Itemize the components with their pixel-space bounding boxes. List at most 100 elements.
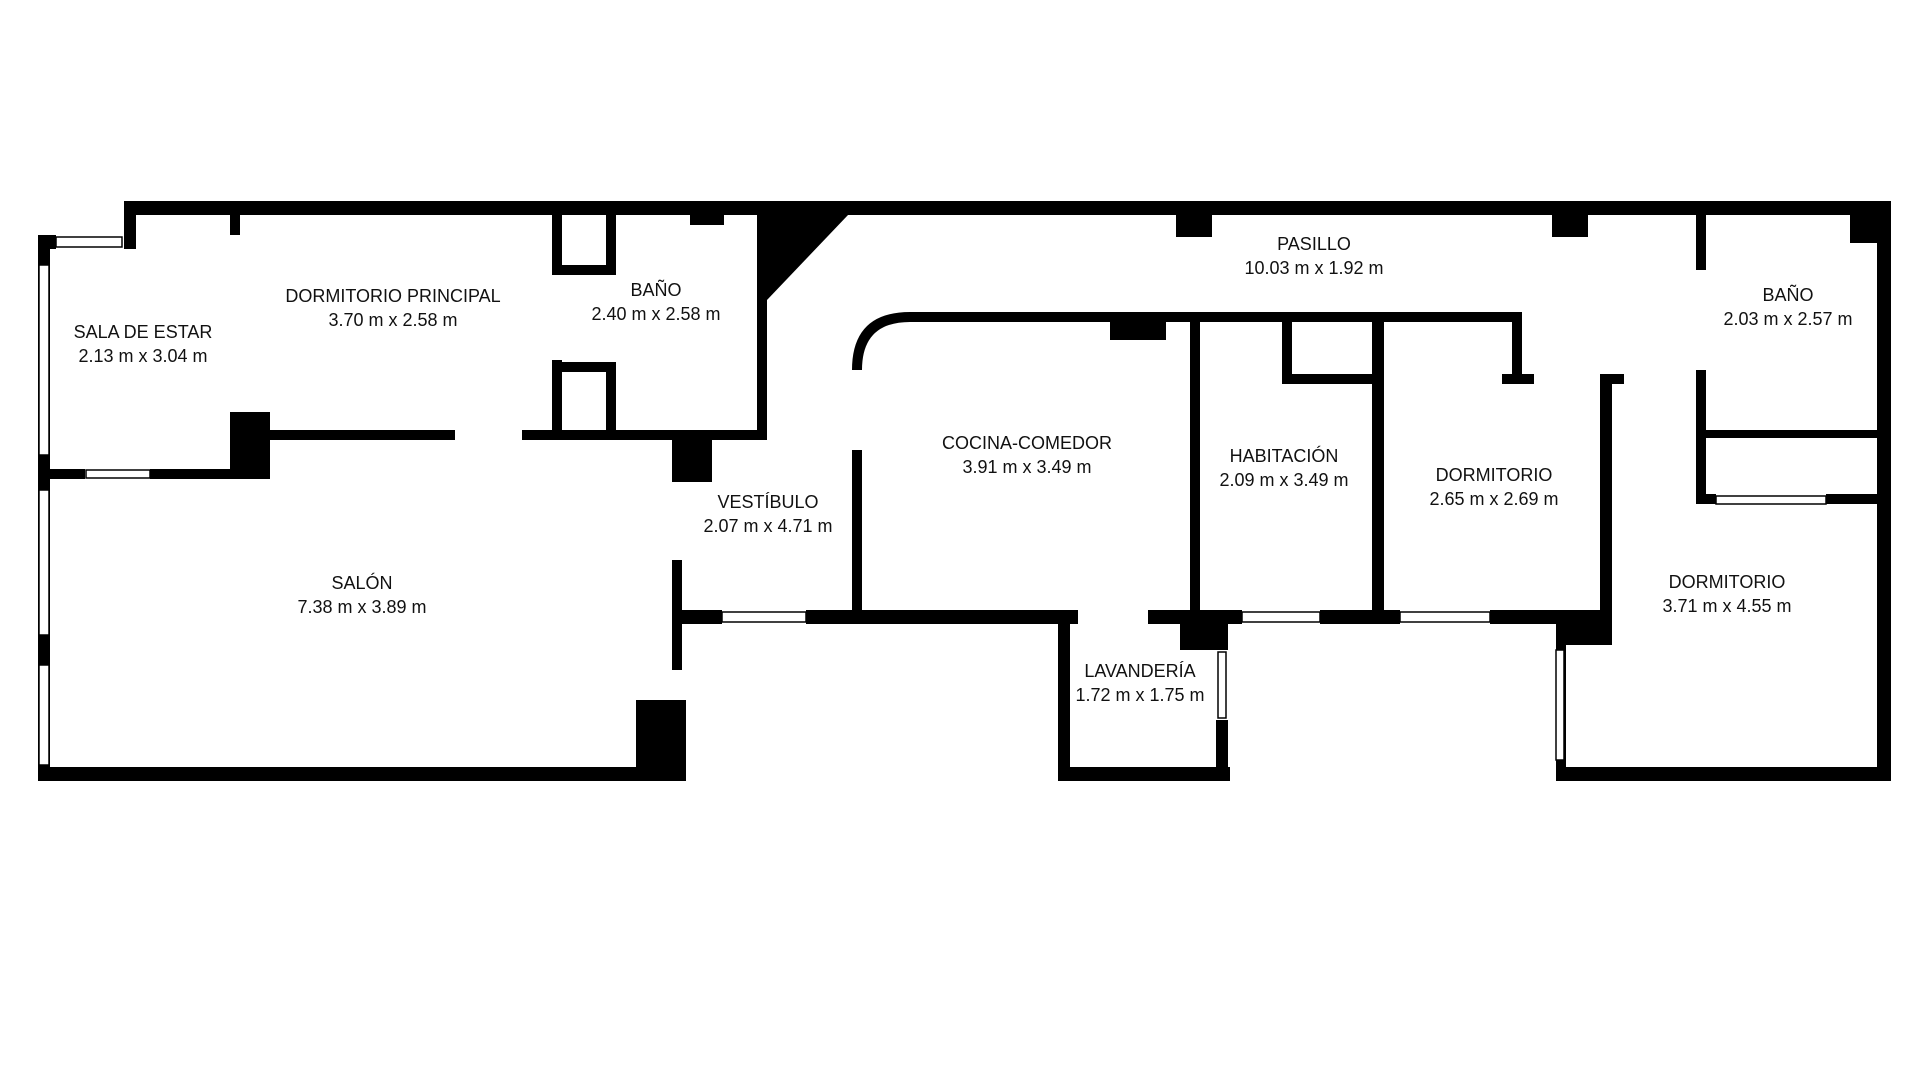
bano2-left-wall (1696, 215, 1706, 270)
room-size: 3.70 m x 2.58 m (328, 310, 458, 330)
room-vestibulo: VESTÍBULO 2.07 m x 4.71 m (703, 490, 832, 538)
bano2-bottom-wall (1696, 430, 1877, 438)
room-name: LAVANDERÍA (1084, 661, 1196, 681)
dormitorio-principal-bottom-wall (230, 430, 455, 440)
room-pasillo: PASILLO 10.03 m x 1.92 m (1244, 232, 1383, 280)
window-salon-left (38, 489, 50, 636)
cocina-left-wall (852, 450, 862, 615)
window-sala-bottom (85, 469, 151, 479)
bano-left-wall-bottom (552, 360, 562, 440)
room-cocina-comedor: COCINA-COMEDOR 3.91 m x 3.49 m (942, 431, 1112, 479)
habitacion-closet-left (1282, 312, 1292, 382)
bano-left-wall-top (552, 215, 562, 275)
dormitorio2-top-wall-2 (1826, 494, 1877, 504)
sala-salon-wall (50, 469, 85, 479)
salon-right-bottom-block (636, 700, 686, 781)
right-exterior-wall (1877, 201, 1891, 781)
diagonal-wall (762, 215, 848, 300)
cocina-curved-wall (852, 312, 1200, 370)
dormitorio-closet-right (1512, 312, 1522, 382)
room-name: VESTÍBULO (717, 492, 819, 512)
room-size: 1.72 m x 1.75 m (1075, 685, 1205, 705)
dormitorio-bottom-block (1556, 610, 1612, 645)
lavanderia-left-wall (1058, 610, 1070, 781)
room-size: 3.91 m x 3.49 m (962, 457, 1092, 477)
habitacion-bottom-wall-2 (1320, 610, 1400, 624)
cocina-habitacion-wall (1190, 312, 1200, 624)
room-bano-1: BAÑO 2.40 m x 2.58 m (591, 278, 720, 326)
bano-top-fixture (690, 215, 724, 225)
salon-bottom-wall (38, 767, 686, 781)
window-dormitorio (1399, 611, 1491, 623)
room-salon: SALÓN 7.38 m x 3.89 m (297, 571, 426, 619)
bano-closet-top (552, 265, 614, 275)
window-habitacion (1241, 611, 1321, 623)
room-name: BAÑO (630, 280, 682, 300)
room-name: PASILLO (1277, 234, 1351, 254)
dormitorio-closet-bottom-2 (1604, 374, 1624, 384)
room-dormitorio-2: DORMITORIO 3.71 m x 4.55 m (1662, 570, 1791, 618)
room-size: 2.65 m x 2.69 m (1429, 489, 1559, 509)
habitacion-bottom-wall (1200, 610, 1242, 624)
top-corridor-wall (1200, 312, 1522, 322)
window-dormitorio-2 (1555, 649, 1565, 761)
habitacion-closet-bottom (1282, 374, 1372, 384)
lavanderia-bottom-wall (1058, 767, 1230, 781)
room-dormitorio-1: DORMITORIO 2.65 m x 2.69 m (1429, 463, 1558, 511)
room-name: SALA DE ESTAR (73, 322, 213, 342)
lavanderia-right-wall (1216, 720, 1228, 781)
room-size: 10.03 m x 1.92 m (1244, 258, 1384, 278)
pasillo-fixture-2 (1552, 215, 1588, 237)
dormitorio-bottom-wall (1556, 767, 1891, 781)
bano-closet-bottom-v (606, 362, 616, 440)
room-name: SALÓN (331, 573, 393, 593)
window-bano2-bottom (1715, 495, 1827, 505)
dormitorio-right-wall (1600, 374, 1612, 624)
room-size: 7.38 m x 3.89 m (297, 597, 427, 617)
room-size: 2.13 m x 3.04 m (78, 346, 208, 366)
room-name: DORMITORIO PRINCIPAL (285, 286, 501, 306)
left-top-wall (38, 235, 56, 249)
room-name: COCINA-COMEDOR (942, 433, 1112, 453)
sala-dormitorio-wall (230, 215, 240, 235)
window-salon-left-2 (38, 664, 50, 766)
bano-right-wall (757, 215, 767, 440)
bano-bottom-wall (522, 430, 767, 440)
window-sala-left (38, 264, 50, 456)
room-size: 3.71 m x 4.55 m (1662, 596, 1792, 616)
room-dormitorio-principal: DORMITORIO PRINCIPAL 3.70 m x 2.58 m (285, 284, 500, 332)
window-vestibulo (721, 611, 807, 623)
pasillo-fixture-1 (1176, 215, 1212, 237)
habitacion-dormitorio-wall (1372, 312, 1384, 624)
vestibulo-bottom-wall-2 (806, 610, 1078, 624)
room-name: BAÑO (1762, 285, 1814, 305)
windows (38, 236, 1827, 766)
room-bano-2: BAÑO 2.03 m x 2.57 m (1723, 283, 1852, 331)
bano-closet-top-v (606, 215, 616, 275)
room-sala-de-estar: SALA DE ESTAR 2.13 m x 3.04 m (74, 320, 213, 368)
vestibulo-left-block (672, 430, 712, 482)
room-lavanderia: LAVANDERÍA 1.72 m x 1.75 m (1075, 659, 1204, 707)
cocina-top-fixture (1110, 318, 1166, 340)
room-size: 2.40 m x 2.58 m (591, 304, 721, 324)
window-lavanderia (1217, 651, 1227, 719)
dormitorio-closet-bottom (1502, 374, 1534, 384)
room-name: HABITACIÓN (1229, 446, 1339, 466)
room-name: DORMITORIO (1668, 572, 1786, 592)
walls (38, 201, 1891, 781)
room-habitacion: HABITACIÓN 2.09 m x 3.49 m (1219, 444, 1348, 492)
sala-dormitorio-block (230, 412, 270, 479)
dormitorio2-top-wall (1696, 494, 1716, 504)
top-exterior-wall (124, 201, 1891, 215)
window-sala-top (55, 236, 123, 248)
room-size: 2.09 m x 3.49 m (1219, 470, 1349, 490)
room-size: 2.07 m x 4.71 m (703, 516, 833, 536)
bano2-corner (1850, 215, 1877, 243)
sala-top-wall (124, 201, 136, 249)
sala-salon-wall-2 (150, 469, 270, 479)
room-name: DORMITORIO (1435, 465, 1553, 485)
bano-closet-bottom (552, 362, 614, 372)
room-size: 2.03 m x 2.57 m (1723, 309, 1853, 329)
vestibulo-bottom-wall (672, 610, 722, 624)
